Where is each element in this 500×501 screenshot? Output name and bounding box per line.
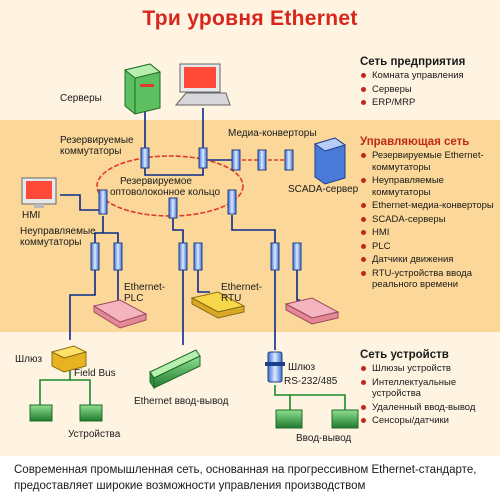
legend-item: Шлюзы устройств [360,363,496,375]
bullet-icon [361,216,366,222]
legend-control: Управляющая сеть Резервируемые Ethernet-… [360,136,496,293]
label-rs232: RS-232/485 [284,376,338,387]
bullet-icon [361,257,366,262]
control-band [0,120,500,332]
legend-item: ERP/MRP [360,97,496,109]
redundant-switch-icon [98,147,237,219]
legend-control-heading: Управляющая сеть [360,136,470,148]
legend-item: Датчики движения [360,254,496,266]
bullet-icon [361,404,366,410]
label-scada: SCADA-сервер [288,184,359,195]
rtu-icon [190,291,246,319]
legend-enterprise-list: Комната управления Серверы ERP/MRP [360,70,496,109]
legend-item: Ethernet-медиа-конверторы [360,200,496,212]
bullet-icon [361,270,366,276]
workstation-icon [174,63,231,106]
legend-item: HMI [360,227,496,239]
bullet-icon [361,86,366,92]
diagram-title: Три уровня Ethernet [142,7,358,30]
label-redundant-switches-1: Резервируемые [60,135,134,146]
bullet-icon [361,379,366,385]
legend-item: PLC [360,241,496,253]
ethernet-io-icon [149,349,201,390]
bullet-icon [361,153,366,158]
label-ring-2: оптоволоконное кольцо [110,187,221,198]
label-ethernet-rtu-2: RTU [221,293,241,304]
bullet-icon [361,230,366,235]
label-unmanaged-switches-1: Неуправляемые [20,226,96,237]
gateway-right-icon [265,351,285,383]
label-field-bus: Field Bus [74,368,116,379]
hmi-icon [21,177,57,208]
label-gateway-right: Шлюз [288,362,316,373]
label-hmi: HMI [22,210,40,221]
legend-enterprise: Сеть предприятия Комната управления Серв… [360,56,496,111]
unmanaged-switch-icon [90,242,302,271]
label-io-devices: Ввод-вывод [296,433,351,444]
label-ethernet-io: Ethernet ввод-вывод [134,396,229,407]
fieldbus-links [39,365,346,410]
label-ethernet-plc-1: Ethernet- [124,282,165,293]
label-servers: Серверы [60,93,102,104]
bullet-icon [361,366,366,371]
legend-item: Сенсоры/датчики [360,415,496,427]
label-ethernet-rtu-1: Ethernet- [221,282,262,293]
network-links [60,108,330,350]
scada-server-icon [313,137,347,185]
bullet-icon [361,243,366,249]
legend-devices: Сеть устройств Шлюзы устройств Интеллект… [360,349,496,429]
field-device-icon [29,404,359,429]
legend-item: RTU-устройства ввода реального времени [360,268,496,291]
gateway-left-icon [50,345,88,373]
legend-item: Серверы [360,84,496,96]
bullet-icon [361,100,366,105]
footnote-line: Современная промышленная сеть, основанна… [14,464,477,476]
bullet-icon [361,73,366,78]
label-devices: Устройства [68,429,121,440]
legend-control-list: Резервируемые Ethernet-коммутаторы Неупр… [360,150,496,291]
legend-item: SCADA-серверы [360,214,496,226]
footer-band [0,456,500,501]
bullet-icon [361,418,366,423]
legend-devices-heading: Сеть устройств [360,349,449,361]
label-redundant-switches-2: коммутаторы [60,146,122,157]
footnote: Современная промышленная сеть, основанна… [14,462,494,494]
legend-enterprise-heading: Сеть предприятия [360,56,466,68]
legend-devices-list: Шлюзы устройств Интеллектуальные устройс… [360,363,496,427]
footnote-line: предоставляет широкие возможности управл… [14,480,366,492]
legend-item: Резервируемые Ethernet-коммутаторы [360,150,496,173]
legend-item: Удаленный ввод-вывод [360,402,496,414]
label-media-converters: Медиа-конверторы [228,128,317,139]
sensor-device-icon [284,297,340,325]
server-icon [123,63,162,115]
media-converter-icon [231,149,294,171]
label-gateway-left: Шлюз [15,354,43,365]
bullet-icon [361,203,366,208]
plc-icon [92,299,148,329]
label-unmanaged-switches-2: коммутаторы [20,237,82,248]
legend-item: Интеллектуальные устройства [360,377,496,400]
label-ethernet-plc-2: PLC [124,293,143,304]
enterprise-band [0,0,500,120]
label-ring-1: Резервируемое [120,176,192,187]
bullet-icon [361,178,366,183]
legend-item: Комната управления [360,70,496,82]
legend-item: Неуправляемые коммутаторы [360,175,496,198]
